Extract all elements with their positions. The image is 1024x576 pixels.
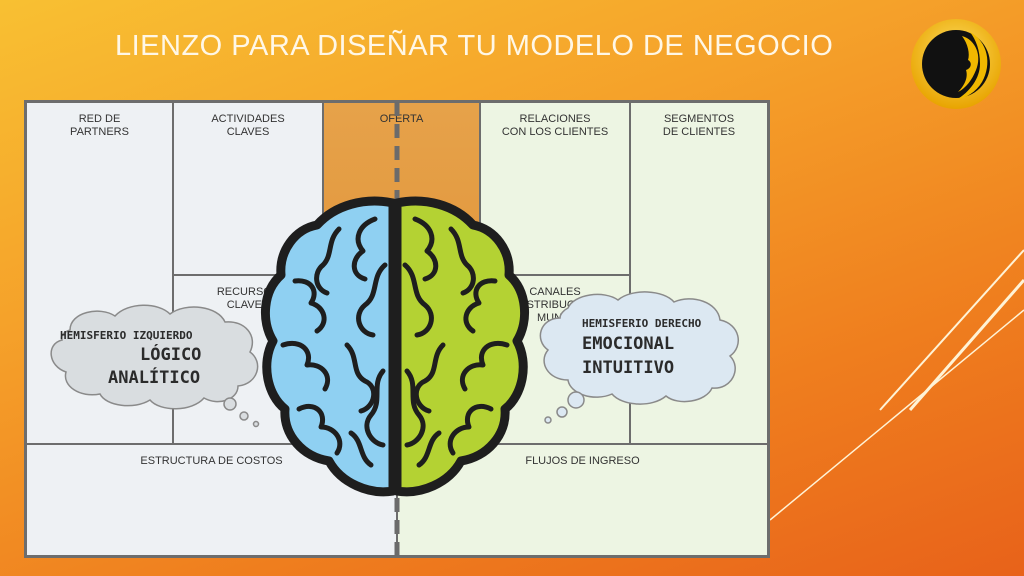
slide-title: LIENZO PARA DISEÑAR TU MODELO DE NEGOCIO: [115, 30, 834, 62]
woman-profile-logo-icon: [911, 19, 1001, 109]
decorative-lines: [769, 249, 1024, 521]
right-bubble-line2: INTUITIVO: [582, 358, 675, 378]
right-thought-bubble: [539, 291, 740, 424]
left-thought-bubble: [50, 304, 260, 428]
right-bubble-heading: HEMISFERIO DERECHO: [582, 317, 702, 330]
left-bubble-line2: ANALÍTICO: [108, 368, 201, 388]
right-bubble-line1: EMOCIONAL: [582, 334, 675, 354]
left-hemisphere: [260, 196, 398, 497]
right-hemisphere: [392, 196, 530, 497]
left-bubble-heading: HEMISFERIO IZQUIERDO: [60, 329, 193, 342]
left-bubble-line1: LÓGICO: [140, 345, 202, 365]
brain-icon: [260, 196, 530, 497]
